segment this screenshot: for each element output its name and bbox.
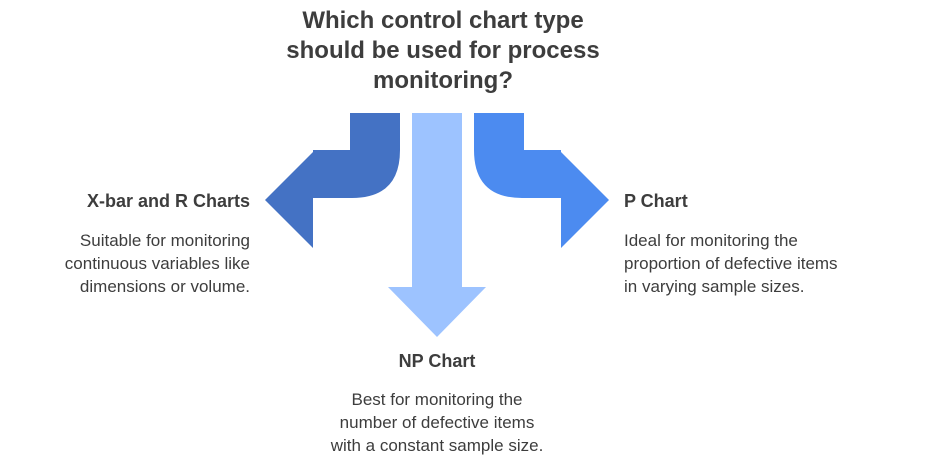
center-option-heading: NP Chart (398, 351, 476, 371)
right-desc-line-1: Ideal for monitoring the (624, 231, 798, 250)
title-line-1: Which control chart type (302, 7, 584, 34)
left-option-heading: X-bar and R Charts (86, 191, 250, 211)
center-desc-line-3: with a constant sample size. (330, 436, 544, 455)
center-desc-line-1: Best for monitoring the (351, 390, 523, 409)
left-option-description: Suitable for monitoring continuous varia… (10, 229, 250, 298)
right-desc-line-3: in varying sample sizes. (624, 277, 805, 296)
right-desc-line-2: proportion of defective items (624, 254, 838, 273)
right-arrow (474, 113, 609, 248)
right-option-heading: P Chart (624, 191, 688, 211)
center-desc-line-2: number of defective items (339, 413, 535, 432)
center-arrow (388, 113, 486, 337)
right-option-description: Ideal for monitoring the proportion of d… (624, 229, 904, 298)
left-desc-line-2: continuous variables like (64, 254, 250, 273)
diagram-title: Which control chart type should be used … (213, 6, 673, 96)
center-option-description: Best for monitoring the number of defect… (287, 388, 587, 457)
title-line-2: should be used for process (286, 37, 600, 64)
title-line-3: monitoring? (373, 67, 513, 94)
left-desc-line-1: Suitable for monitoring (79, 231, 250, 250)
left-desc-line-3: dimensions or volume. (79, 277, 250, 296)
left-arrow (265, 113, 400, 248)
